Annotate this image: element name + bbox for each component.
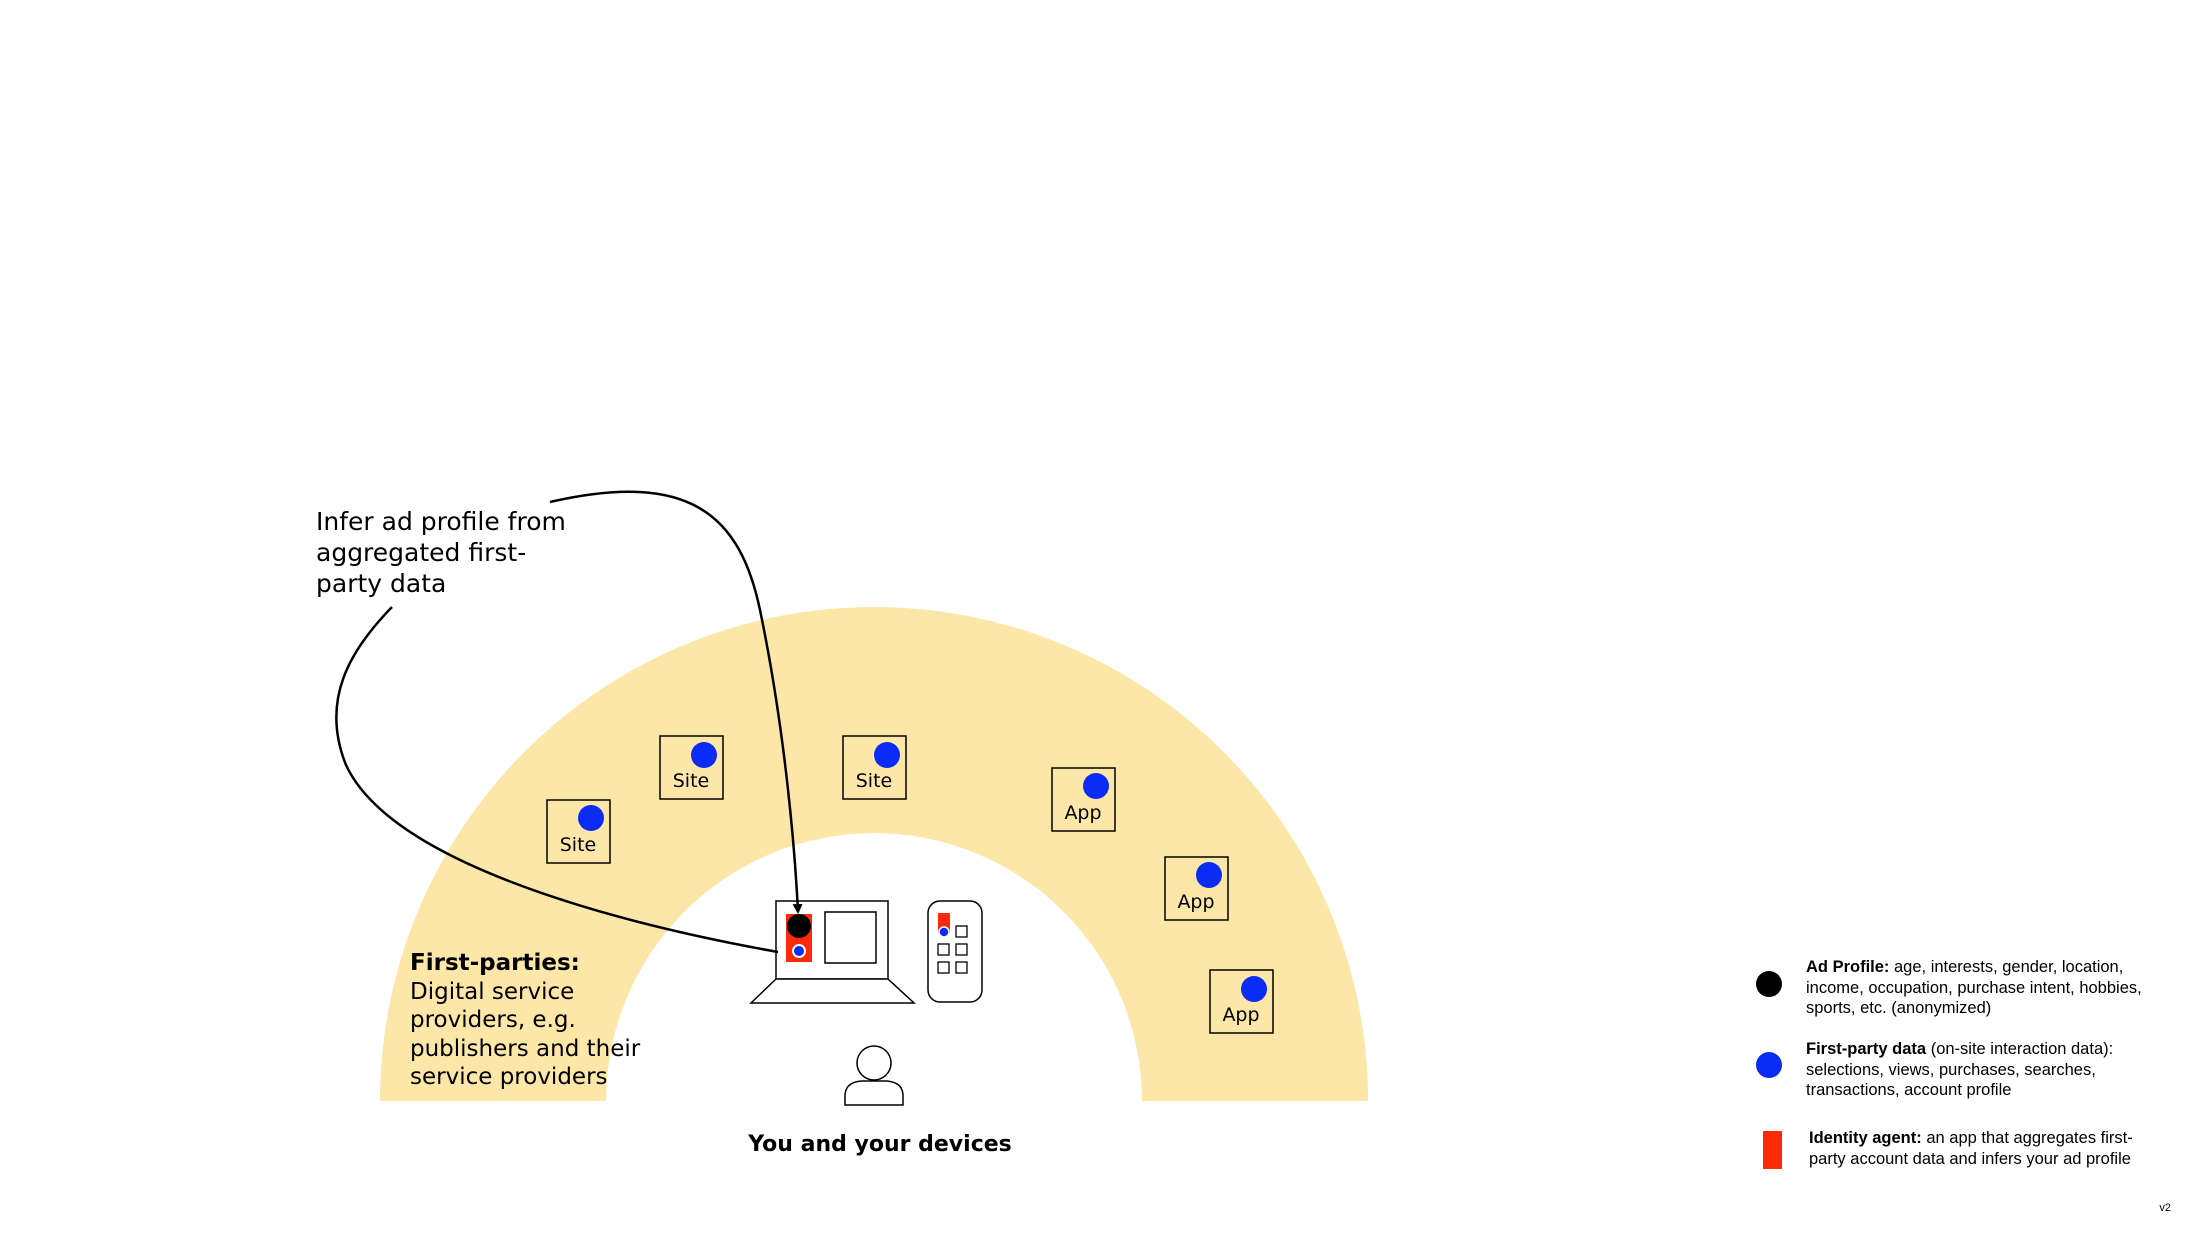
- ad-profile-legend-icon: [1756, 971, 1782, 997]
- site-box-label: Site: [673, 770, 709, 792]
- first-party-dot: [578, 805, 604, 831]
- laptop-icon: [749, 900, 916, 1004]
- legend-text: an app that aggregates first-party accou…: [1809, 1129, 2133, 1168]
- app-box: App: [1051, 767, 1116, 832]
- app-box: App: [1209, 969, 1274, 1034]
- first-parties-title: First-parties:: [410, 950, 580, 976]
- first-party-dot: [874, 742, 900, 768]
- remote-control-icon: [927, 900, 983, 1003]
- app-box: App: [1164, 856, 1229, 921]
- app-box-label: App: [1222, 1004, 1259, 1026]
- legend-text: (on-site interaction data): selections, …: [1806, 1040, 2114, 1099]
- legend-title: First-party data: [1806, 1040, 1927, 1058]
- legend-item-ad-profile: Ad Profile: age, interests, gender, loca…: [1806, 957, 2166, 1019]
- app-box-label: App: [1064, 802, 1101, 824]
- version-label: v2: [2159, 1202, 2171, 1214]
- first-party-dot: [1241, 976, 1267, 1002]
- legend-item-first-party-data: First-party data (on-site interaction da…: [1806, 1039, 2166, 1101]
- inference-annotation: Infer ad profile from aggregated first-p…: [316, 507, 566, 598]
- first-party-dot: [938, 926, 950, 938]
- first-party-dot: [1083, 773, 1109, 799]
- person-icon: [844, 1045, 904, 1106]
- flow-curve: [335, 606, 779, 954]
- legend-item-identity-agent: Identity agent: an app that aggregates f…: [1809, 1128, 2169, 1169]
- legend-title: Ad Profile:: [1806, 958, 1890, 976]
- flow-arrow: [549, 490, 803, 914]
- legend-title: Identity agent:: [1809, 1129, 1922, 1147]
- identity-agent-legend-icon: [1763, 1131, 1782, 1169]
- ad-profile-dot: [787, 914, 811, 938]
- site-box: Site: [659, 735, 724, 800]
- first-party-arc: [380, 607, 1368, 1101]
- app-box-label: App: [1177, 891, 1214, 913]
- site-box: Site: [842, 735, 907, 800]
- site-box-label: Site: [856, 770, 892, 792]
- first-parties-label: First-parties: Digital service providers…: [410, 949, 670, 1092]
- first-party-dot: [1196, 862, 1222, 888]
- legend-text: age, interests, gender, location, income…: [1806, 958, 2142, 1017]
- first-party-legend-icon: [1756, 1052, 1782, 1078]
- first-party-dot: [691, 742, 717, 768]
- site-box-label: Site: [560, 834, 596, 856]
- first-party-dot: [792, 944, 806, 958]
- user-label: You and your devices: [748, 1132, 1012, 1157]
- first-parties-body: Digital service providers, e.g. publishe…: [410, 978, 641, 1091]
- site-box: Site: [546, 799, 611, 864]
